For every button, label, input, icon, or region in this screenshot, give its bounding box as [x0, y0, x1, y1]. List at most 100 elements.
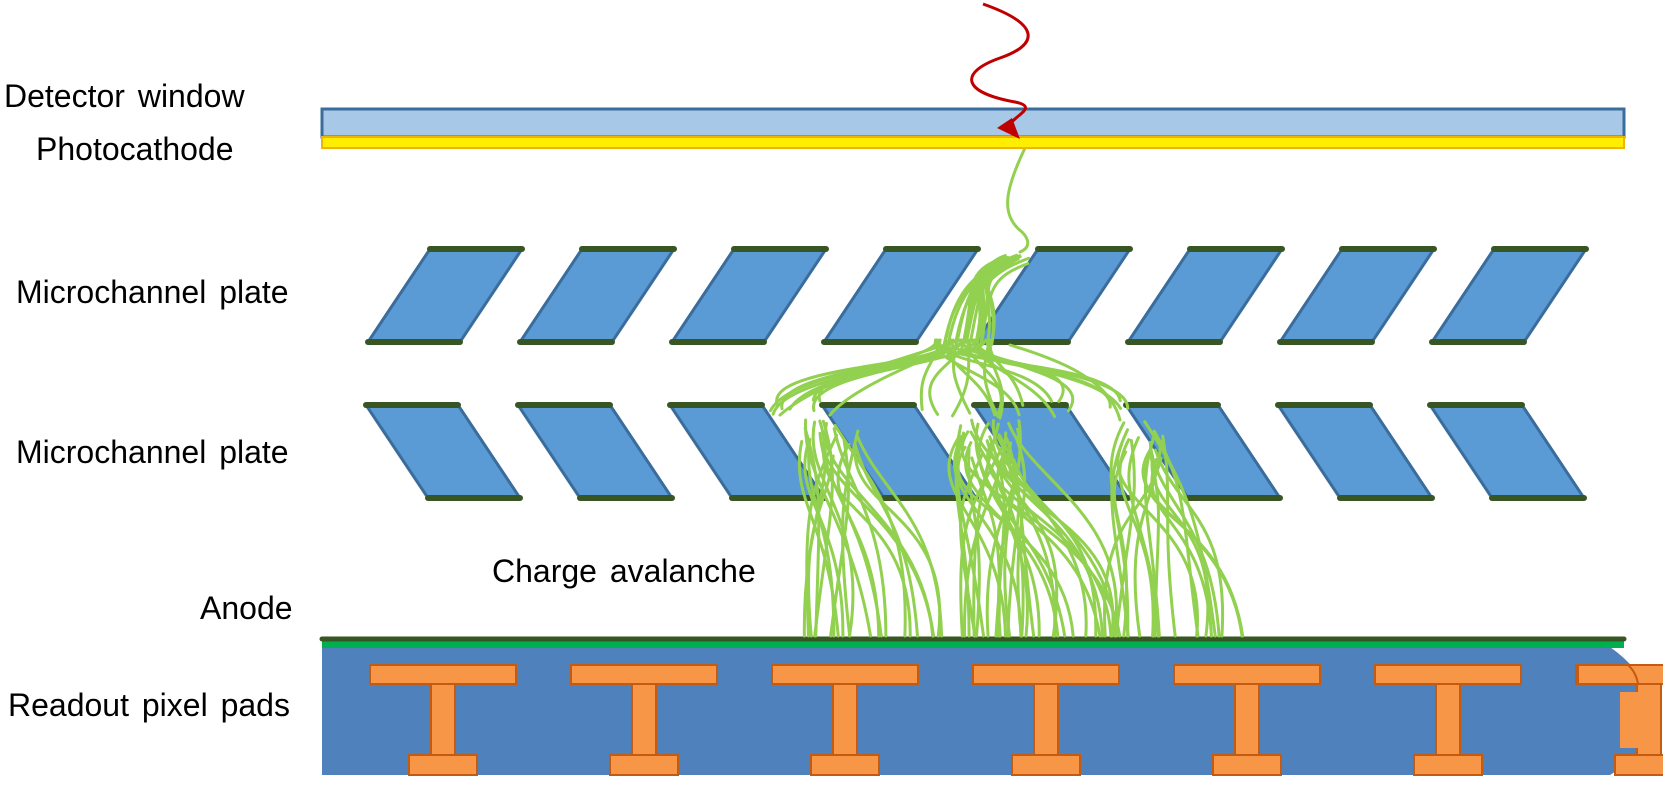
- readout-pixel-pad: [570, 664, 718, 776]
- microchannel-body: [363, 403, 523, 500]
- pad-bottom: [1614, 754, 1663, 776]
- electron-trajectory: [823, 421, 935, 638]
- microchannel: [1275, 402, 1435, 501]
- electron-trajectory: [812, 338, 978, 413]
- microchannel-body: [1125, 247, 1285, 344]
- electron-trajectory: [775, 338, 966, 407]
- electron-trajectory: [959, 446, 1004, 638]
- microchannel-plate-upper: [365, 246, 1589, 345]
- electron-trajectory: [1143, 420, 1217, 638]
- electron-trajectory: [1154, 448, 1225, 638]
- microchannel: [1277, 246, 1437, 345]
- electron-trajectory: [963, 261, 1015, 341]
- electron-trajectory: [803, 437, 845, 638]
- electron-trajectory: [1143, 457, 1245, 638]
- pad-bottom: [408, 754, 478, 776]
- charge-avalanche-label: Charge avalanche: [492, 553, 756, 589]
- photon-arrowhead: [997, 118, 1020, 139]
- pad-top: [1374, 664, 1522, 685]
- electron-trajectory: [805, 433, 839, 638]
- readout-pads: [369, 664, 1663, 776]
- readout-pixel-pad: [972, 664, 1120, 776]
- electron-trajectory: [984, 261, 1010, 347]
- electron-trajectory: [994, 453, 1067, 638]
- readout-pixel-pad: [1374, 664, 1522, 776]
- microchannel: [821, 246, 981, 345]
- electron-trajectory: [985, 427, 1022, 638]
- anode-label: Anode: [200, 590, 293, 626]
- pad-edge: [1620, 692, 1646, 748]
- electron-trajectory: [979, 262, 1030, 343]
- microchannel-body: [365, 247, 525, 344]
- detector-window: [320, 107, 1626, 139]
- microchannel: [363, 402, 523, 501]
- electron-trajectory: [1112, 450, 1129, 638]
- electron-trajectory: [1008, 343, 1122, 422]
- microchannel: [365, 246, 525, 345]
- detector-window-label: Detector window: [4, 78, 245, 114]
- pad-top: [972, 664, 1120, 685]
- electron-trajectory: [928, 338, 967, 416]
- photocathode-layer: [321, 136, 1625, 149]
- microchannel-plate-lower: [363, 402, 1587, 501]
- pad-via: [832, 681, 858, 759]
- microchannel-body: [821, 247, 981, 344]
- readout-pixel-pad-partial: [1577, 664, 1646, 748]
- pad-top: [771, 664, 919, 685]
- electron-trajectory: [1006, 146, 1030, 254]
- electron-trajectory: [778, 338, 962, 417]
- pad-top: [570, 664, 718, 685]
- readout-pixel-pads-label: Readout pixel pads: [8, 687, 290, 723]
- electron-trajectory: [976, 257, 1008, 344]
- pad-bottom: [1011, 754, 1081, 776]
- microchannel-body: [1277, 247, 1437, 344]
- microchannel-plate-upper-label: Microchannel plate: [16, 274, 289, 310]
- electron-trajectory: [953, 436, 1023, 638]
- readout-pixel-pad: [369, 664, 517, 776]
- microchannel: [515, 402, 675, 501]
- microchannel: [1427, 402, 1587, 501]
- pad-via: [430, 681, 456, 759]
- microchannel-body: [1275, 403, 1435, 500]
- microchannel-body: [1429, 247, 1589, 344]
- microchannel: [1125, 246, 1285, 345]
- pad-bottom: [810, 754, 880, 776]
- charge-avalanche-trajectories: [768, 146, 1245, 638]
- pad-bottom: [1413, 754, 1483, 776]
- electron-trajectory: [828, 340, 967, 417]
- electron-trajectory: [934, 338, 1122, 403]
- pad-via: [1435, 681, 1461, 759]
- electron-trajectory: [988, 448, 1059, 638]
- microchannel-body: [669, 247, 829, 344]
- pad-top: [1577, 664, 1640, 685]
- electron-trajectory: [944, 338, 997, 417]
- electron-trajectory: [1114, 438, 1136, 638]
- electron-trajectory: [977, 422, 1041, 638]
- pad-bottom: [609, 754, 679, 776]
- electron-trajectory: [836, 443, 881, 638]
- electron-trajectory: [832, 427, 888, 638]
- electron-trajectory: [964, 441, 1060, 638]
- wavy-arrow-icon: [970, 2, 1030, 139]
- electron-trajectory: [1133, 439, 1162, 638]
- pad-top: [1173, 664, 1321, 685]
- electron-trajectory: [1007, 421, 1118, 638]
- pad-via: [1033, 681, 1059, 759]
- microchannel: [1429, 246, 1589, 345]
- electron-trajectory: [1149, 453, 1161, 638]
- electron-trajectory: [803, 426, 821, 638]
- microchannel-body: [517, 247, 677, 344]
- electron-trajectory: [853, 448, 942, 638]
- electron-trajectory: [1127, 436, 1160, 638]
- readout-pixel-pad: [1173, 664, 1321, 776]
- microchannel-body: [1427, 403, 1587, 500]
- pad-via: [1234, 681, 1260, 759]
- microchannel-plate-lower-label: Microchannel plate: [16, 434, 289, 470]
- electron-trajectory: [811, 420, 855, 638]
- electron-trajectory: [1001, 446, 1115, 638]
- pad-top: [369, 664, 517, 685]
- microchannel: [517, 246, 677, 345]
- electron-trajectory: [983, 338, 1000, 419]
